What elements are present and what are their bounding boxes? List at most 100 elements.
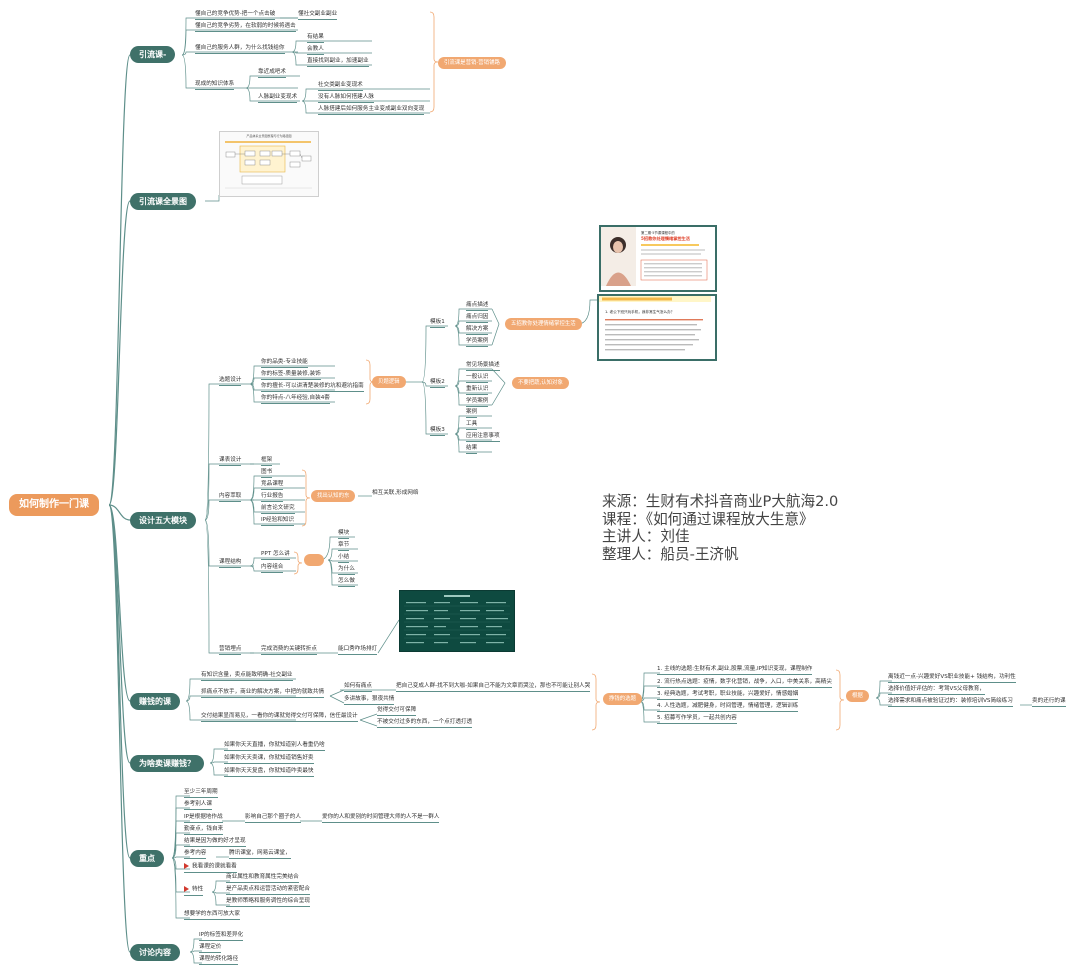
summary-pill[interactable]: 不要把蔬,认知对象 <box>512 377 569 389</box>
branch-taolun[interactable]: 讨论内容 <box>130 944 180 961</box>
node[interactable]: 商业属性和教育属性完美结合 <box>226 874 299 884</box>
node[interactable]: 章节 <box>338 542 350 552</box>
node[interactable]: 懂自己的服务人群，为什么找钱给你 <box>195 45 285 55</box>
branch-yinliu[interactable]: 引流课- <box>130 46 176 63</box>
node[interactable]: 抓痛点不放手，商业的解决方案，中把的就致共情 <box>201 689 325 699</box>
node[interactable]: 2. 流行热点选题：疫情，数字化营销，战争，入口，中美关系，高精尖 <box>657 679 832 689</box>
node[interactable]: 课表设计 <box>219 457 242 467</box>
summary-pill[interactable]: 找出认知的东 <box>311 490 356 502</box>
summary-pill[interactable]: 引流课是营销-营销铺路 <box>438 57 506 69</box>
node[interactable]: 5. 招募写作学员，一起共创内容 <box>657 715 737 725</box>
node[interactable]: 痛点归因 <box>466 314 489 324</box>
node[interactable]: 应用注意事项 <box>466 433 500 443</box>
node[interactable]: 影响自己那个圈子的人 <box>245 814 301 824</box>
node[interactable]: 痛点描述 <box>466 302 489 312</box>
node[interactable]: 是产品卖点和运营活动的紧密配合 <box>226 886 310 896</box>
node[interactable]: 课程结构 <box>219 559 242 569</box>
node[interactable]: 懂自己的竞争优势-把一个点击破 <box>195 11 276 21</box>
summary-pill[interactable]: 五招教你处理情绪掌控生活 <box>505 318 582 330</box>
node[interactable]: 离钱近一点-兴趣爱好VS职业技能+ 钱结构，功利性 <box>888 674 1016 684</box>
node[interactable]: 把自己变成人群-找不到大咖-如果自己不能为文章而哭泣，那也不可能让别人哭 <box>396 683 591 693</box>
node[interactable]: 4. 人性选题，减肥健身，时间管理，情绪管理，逻辑训练 <box>657 703 799 713</box>
node[interactable]: 觉得交付可保障 <box>377 707 417 717</box>
node[interactable]: 你的标签-质量装修,装饰 <box>261 371 321 381</box>
node[interactable]: 案例 <box>466 409 478 419</box>
node[interactable]: 完成消费的关键转折点 <box>261 646 317 656</box>
node[interactable]: 营销埋点 <box>219 646 242 656</box>
node[interactable]: 内容组合 <box>261 564 284 574</box>
node[interactable]: 相互关联,形成网络 <box>372 490 419 496</box>
node[interactable]: 如果你天天复盘，你就知道咋卖最快 <box>224 768 314 778</box>
node[interactable]: 内容萃取 <box>219 493 242 503</box>
node[interactable]: 选题设计 <box>219 377 242 387</box>
node[interactable]: 参考别人课 <box>184 801 212 811</box>
node[interactable]: 有结果 <box>307 34 324 44</box>
node[interactable]: 能口秀咋场排灯 <box>338 646 378 656</box>
branch-zhongdian[interactable]: 重点 <box>130 850 164 867</box>
node[interactable]: 社交类副业变现术 <box>318 82 363 92</box>
branch-wukuai[interactable]: 设计五大模块 <box>130 512 196 529</box>
node[interactable]: 如果你天天卖课，你就知道销售好卖 <box>224 755 314 765</box>
node[interactable]: 现成的知识体系 <box>195 81 235 91</box>
node[interactable]: IP经验和知识 <box>261 517 294 527</box>
node[interactable]: 学员案例 <box>466 338 489 348</box>
node[interactable]: PPT 怎么讲 <box>261 551 290 561</box>
node[interactable]: 选择价值好评估的：考驾VS父母教育， <box>888 686 985 696</box>
node[interactable]: 靠近成吧术 <box>258 69 286 79</box>
node[interactable]: 选择需求和痛点被验证过的：装修培训VS简绘练习 <box>888 698 1013 708</box>
node[interactable]: 模板1 <box>430 319 445 329</box>
node[interactable]: 结果 <box>466 445 478 455</box>
node[interactable]: 常见场景描述 <box>466 362 500 372</box>
node[interactable]: 为什么 <box>338 566 355 576</box>
summary-pill[interactable]: 贝题逻辑 <box>372 376 406 388</box>
summary-pill[interactable]: 根据 <box>846 690 869 702</box>
node[interactable]: 勤奋点，钱自来 <box>184 826 224 836</box>
node[interactable]: 小结 <box>338 554 350 564</box>
node[interactable]: 重新认识 <box>466 386 489 396</box>
node[interactable]: 直接找到副业，加速副业 <box>307 58 369 68</box>
root-topic[interactable]: 如何制作一门课 <box>9 494 99 516</box>
node[interactable]: 如何有痛点 <box>344 683 372 693</box>
node[interactable]: 怎么做 <box>338 578 355 588</box>
node[interactable]: 懂自己的竞争劣势，在软弱的时候将遇击 <box>195 23 296 33</box>
node[interactable]: 一般认识 <box>466 374 489 384</box>
node[interactable]: IP是根据地作战 <box>184 814 223 824</box>
node[interactable]: 多讲故事，狠夜共情 <box>344 696 395 706</box>
node[interactable]: 学员案例 <box>466 398 489 408</box>
node[interactable]: 卖的还行的课 <box>1032 698 1066 708</box>
node[interactable]: 人脉副业变现术 <box>258 94 298 104</box>
node[interactable]: 交付结果显而易见，一看你的课就觉得交付可保障，信任最设计 <box>201 713 358 723</box>
node[interactable]: 腾讯课堂，网易云课堂， <box>229 850 291 860</box>
node[interactable]: 如果你天天直播，你就知道别人看重仍啥 <box>224 742 325 752</box>
node[interactable]: 竞品课程 <box>261 481 284 491</box>
summary-pill[interactable] <box>304 554 324 566</box>
node[interactable]: 行业报告 <box>261 493 284 503</box>
node[interactable]: 至少三年周期 <box>184 789 218 799</box>
node[interactable]: 课程的转化路径 <box>199 956 239 966</box>
node[interactable]: 参考内容 <box>184 850 207 860</box>
node[interactable]: 人脉搭建后如何服务主业变成副业双向变现 <box>318 106 425 116</box>
node[interactable]: 想要学的东西可放大家 <box>184 911 240 921</box>
node[interactable]: 解决方案 <box>466 326 489 336</box>
node[interactable]: 不被交付过多的东西，一个点打透打透 <box>377 719 473 729</box>
node[interactable]: 前言论文研究 <box>261 505 295 515</box>
node-flagged[interactable]: 我看课的课就看看 <box>184 863 237 873</box>
node[interactable]: 你的特点-八年经验,自装4套 <box>261 395 330 405</box>
summary-pill[interactable]: 挣钱的选题 <box>603 693 642 705</box>
node[interactable]: 1. 主线的选题:生财有术,副业,股票,流量,IP知识变现，课程制作 <box>657 666 813 676</box>
node[interactable]: 你的擅长-可以讲清楚装修的坑和避坑指南 <box>261 383 364 393</box>
node[interactable]: 框架 <box>261 457 273 467</box>
node[interactable]: 模块 <box>338 530 350 540</box>
node[interactable]: 结果是因为做的好才呈现 <box>184 838 246 848</box>
node[interactable]: 图书 <box>261 469 273 479</box>
branch-weisha[interactable]: 为啥卖课赚钱？ <box>130 755 204 772</box>
node-flagged[interactable]: 特性 <box>184 886 204 896</box>
node[interactable]: 模板3 <box>430 427 445 437</box>
node[interactable]: 有知识含量，卖点能致明确-社交副业 <box>201 672 293 682</box>
node[interactable]: 课程定价 <box>199 944 222 954</box>
node[interactable]: 没有人脉如何搭建人脉 <box>318 94 374 104</box>
node[interactable]: 会教人 <box>307 46 324 56</box>
node[interactable]: 模板2 <box>430 379 445 389</box>
node[interactable]: IP的标签和差异化 <box>199 932 244 942</box>
node[interactable]: 懂社交副业副业 <box>298 11 338 21</box>
